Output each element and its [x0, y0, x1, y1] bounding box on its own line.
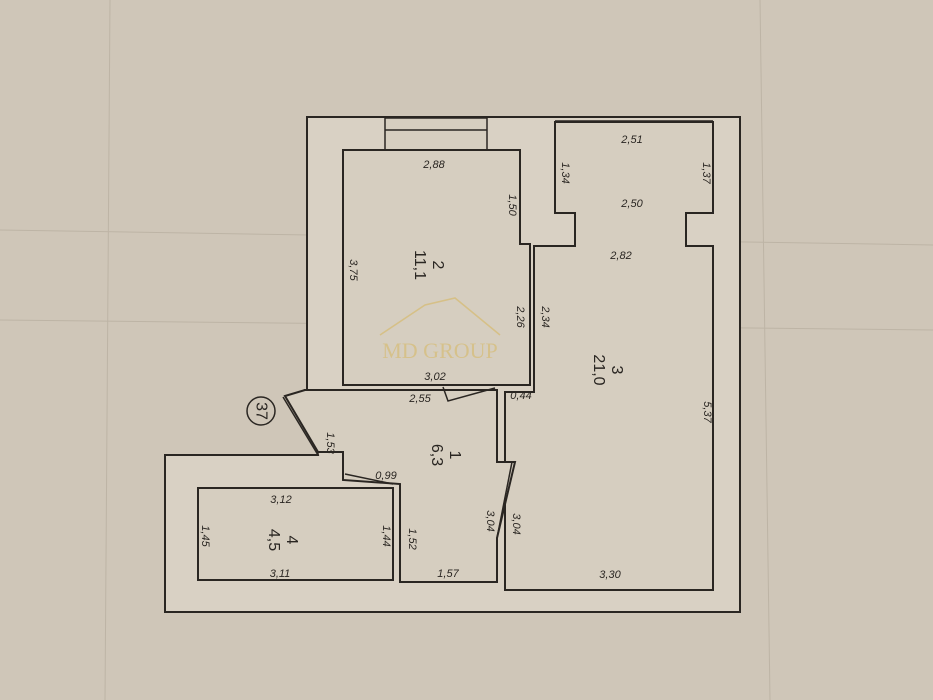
room-2-area: 11,1 [411, 250, 428, 280]
dim-r1-top-right: 0,44 [510, 390, 531, 402]
dim-r3-mid: 2,50 [620, 198, 643, 210]
dim-r3-left: 2,34 [539, 305, 551, 327]
watermark-text: MD GROUP [382, 338, 498, 363]
dim-r4-right: 1,44 [380, 525, 392, 546]
dim-r4-top: 3,12 [270, 494, 291, 506]
room-4-area: 4,5 [265, 529, 282, 551]
dim-r3-left-upper: 1,34 [559, 162, 571, 183]
dim-r2-right-lower: 2,26 [514, 305, 526, 328]
room-1-hall [283, 389, 517, 583]
room-3-number: 3 [608, 366, 625, 375]
room-3-area: 21,0 [590, 354, 607, 385]
dim-r3-top: 2,51 [620, 134, 642, 146]
dim-r1-top: 2,55 [408, 393, 431, 405]
doors [282, 386, 513, 539]
dim-r3-right-upper: 1,37 [700, 162, 712, 184]
dim-r2-left: 3,75 [347, 259, 359, 281]
dim-r4-bottom: 3,11 [270, 568, 291, 580]
window-room-2 [384, 117, 488, 151]
dim-r2-right-upper: 1,50 [506, 194, 518, 216]
dim-r2-top: 2,88 [422, 159, 445, 171]
dim-r1-left: 1,53 [324, 432, 336, 454]
room-2-number: 2 [429, 261, 446, 270]
dim-r3-left-lower: 3,04 [510, 513, 522, 534]
dim-r3-width: 2,82 [609, 250, 631, 262]
dim-r1-lower-left: 1,52 [406, 528, 418, 549]
room-4-number: 4 [283, 536, 300, 545]
dim-r4-left: 1,45 [199, 525, 211, 547]
dim-r2-bottom: 3,02 [424, 371, 445, 383]
dim-r3-right: 5,37 [701, 401, 713, 423]
dim-r1-door: 0,99 [375, 470, 396, 482]
dim-r1-right: 3,04 [484, 510, 496, 531]
watermark-logo: MD GROUP [379, 297, 501, 363]
dim-r1-bottom: 1,57 [437, 568, 459, 580]
room-4 [197, 487, 394, 581]
dim-r3-bottom: 3,30 [599, 569, 621, 581]
plan-number-badge: 37 [246, 396, 276, 426]
room-2 [342, 149, 531, 386]
room-1-number: 1 [446, 451, 463, 460]
room-3 [504, 121, 714, 591]
room-1-area: 6,3 [428, 444, 445, 466]
plan-number: 37 [253, 402, 270, 420]
